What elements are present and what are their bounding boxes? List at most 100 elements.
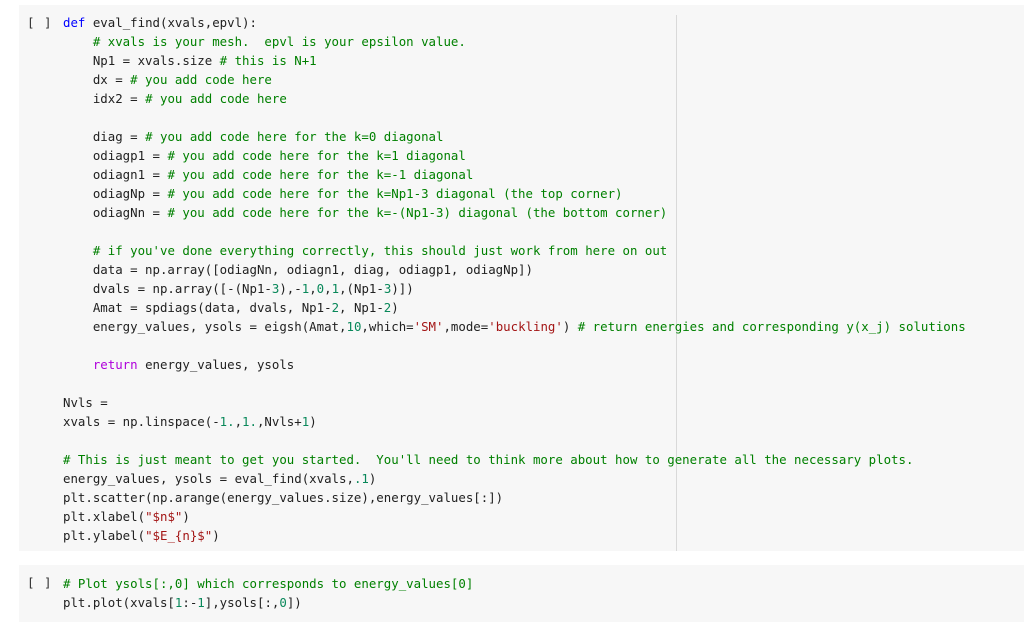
code-token: 'SM': [413, 319, 444, 334]
code-token: # this is N+1: [219, 53, 317, 68]
code-token: )]): [391, 281, 414, 296]
code-line: Np1 = xvals.size # this is N+1: [63, 51, 966, 70]
code-token: 3: [383, 281, 392, 296]
code-line: diag = # you add code here for the k=0 d…: [63, 127, 966, 146]
code-token: odiagp1 =: [63, 148, 168, 163]
code-line: [63, 108, 966, 127]
code-line: # if you've done everything correctly, t…: [63, 241, 966, 260]
code-line: odiagn1 = # you add code here for the k=…: [63, 165, 966, 184]
code-line: dx = # you add code here: [63, 70, 966, 89]
code-token: # return energies and corresponding y(x_…: [577, 319, 966, 334]
code-token: ): [562, 319, 578, 334]
code-line: xvals = np.linspace(-1.,1.,Nvls+1): [63, 412, 966, 431]
code-token: Nvls =: [63, 395, 108, 410]
code-token: return: [92, 357, 138, 372]
code-line: # Plot ysols[:,0] which corresponds to e…: [63, 574, 473, 593]
code-token: # you add code here for the k=1 diagonal: [167, 148, 466, 163]
code-token: energy_values, ysols = eigsh(Amat,: [63, 319, 347, 334]
code-token: .1: [353, 471, 369, 486]
code-token: # you add code here for the k=0 diagonal: [145, 129, 444, 144]
code-token: odiagNp =: [63, 186, 168, 201]
code-line: plt.scatter(np.arange(energy_values.size…: [63, 488, 966, 507]
code-token: 2: [331, 300, 340, 315]
code-token: idx2 =: [63, 91, 146, 106]
code-token: ),-: [279, 281, 302, 296]
code-line: return energy_values, ysols: [63, 355, 966, 374]
code-editor[interactable]: def eval_find(xvals,epvl): # xvals is yo…: [63, 13, 966, 545]
code-token: Amat = spdiags(data, dvals, Np1-: [63, 300, 332, 315]
run-cell-indicator[interactable]: [ ]: [27, 575, 53, 590]
code-token: 3: [271, 281, 280, 296]
code-cell-2[interactable]: [ ] # Plot ysols[:,0] which corresponds …: [19, 565, 1024, 622]
code-token: # you add code here: [145, 91, 287, 106]
code-line: plt.ylabel("$E_{n}$"): [63, 526, 966, 545]
code-token: ,mode=: [443, 319, 489, 334]
code-token: ): [368, 471, 377, 486]
code-line: def eval_find(xvals,epvl):: [63, 13, 966, 32]
code-token: "$n$": [145, 509, 183, 524]
code-token: ,(Np1-: [339, 281, 384, 296]
code-token: # xvals is your mesh. epvl is your epsil…: [92, 34, 466, 49]
code-token: def: [63, 15, 86, 30]
code-line: # xvals is your mesh. epvl is your epsil…: [63, 32, 966, 51]
code-token: energy_values, ysols: [137, 357, 295, 372]
code-token: plt.plot(xvals[: [63, 595, 175, 610]
code-token: ): [212, 528, 220, 543]
code-token: 1: [197, 595, 205, 610]
code-line: dvals = np.array([-(Np1-3),-1,0,1,(Np1-3…: [63, 279, 966, 298]
code-token: # Plot ysols[:,0] which corresponds to e…: [63, 576, 474, 591]
code-token: 1: [301, 281, 310, 296]
code-token: 'buckling': [488, 319, 563, 334]
code-token: 1.: [219, 414, 235, 429]
code-token: plt.ylabel(: [63, 528, 146, 543]
code-line: Nvls =: [63, 393, 966, 412]
code-token: [63, 243, 93, 258]
code-token: ,: [324, 281, 332, 296]
code-token: 1.: [242, 414, 257, 429]
code-token: 1: [331, 281, 340, 296]
code-token: ,: [309, 281, 317, 296]
code-token: ): [391, 300, 399, 315]
code-token: "$E_{n}$": [145, 528, 213, 543]
code-token: # you add code here: [130, 72, 272, 87]
code-token: # if you've done everything correctly, t…: [92, 243, 668, 258]
code-token: data = np.array([odiagNn, odiagn1, diag,…: [63, 262, 533, 277]
code-token: eval_find(xvals,epvl):: [85, 15, 257, 30]
code-token: [63, 357, 93, 372]
code-token: # you add code here for the k=Np1-3 diag…: [167, 186, 623, 201]
code-token: # This is just meant to get you started.…: [63, 452, 914, 467]
code-token: 0: [279, 595, 287, 610]
code-line: energy_values, ysols = eigsh(Amat,10,whi…: [63, 317, 966, 336]
code-line: odiagNp = # you add code here for the k=…: [63, 184, 966, 203]
code-token: ,which=: [361, 319, 414, 334]
code-token: dx =: [63, 72, 131, 87]
code-line: plt.xlabel("$n$"): [63, 507, 966, 526]
code-token: energy_values, ysols = eval_find(xvals,: [63, 471, 354, 486]
code-token: ]): [286, 595, 302, 610]
code-token: diag =: [63, 129, 146, 144]
run-cell-indicator[interactable]: [ ]: [27, 15, 53, 30]
editor-ruler: [676, 15, 677, 551]
code-line: # This is just meant to get you started.…: [63, 450, 966, 469]
code-token: # you add code here for the k=-1 diagona…: [167, 167, 474, 182]
code-line: [63, 374, 966, 393]
code-token: xvals = np.linspace(-: [63, 414, 220, 429]
code-line: idx2 = # you add code here: [63, 89, 966, 108]
code-token: ],ysols[:,: [204, 595, 280, 610]
code-token: 1: [174, 595, 183, 610]
code-token: 10: [346, 319, 362, 334]
code-line: Amat = spdiags(data, dvals, Np1-2, Np1-2…: [63, 298, 966, 317]
code-token: :-: [182, 595, 198, 610]
code-line: [63, 336, 966, 355]
code-line: odiagp1 = # you add code here for the k=…: [63, 146, 966, 165]
code-token: # you add code here for the k=-(Np1-3) d…: [167, 205, 668, 220]
code-editor[interactable]: # Plot ysols[:,0] which corresponds to e…: [63, 574, 473, 612]
code-line: [63, 431, 966, 450]
code-line: [63, 222, 966, 241]
code-token: ): [182, 509, 190, 524]
code-token: 0: [316, 281, 325, 296]
code-token: plt.scatter(np.arange(energy_values.size…: [63, 490, 504, 505]
code-token: , Np1-: [339, 300, 384, 315]
code-token: plt.xlabel(: [63, 509, 146, 524]
code-cell-1[interactable]: [ ] def eval_find(xvals,epvl): # xvals i…: [19, 5, 1024, 551]
